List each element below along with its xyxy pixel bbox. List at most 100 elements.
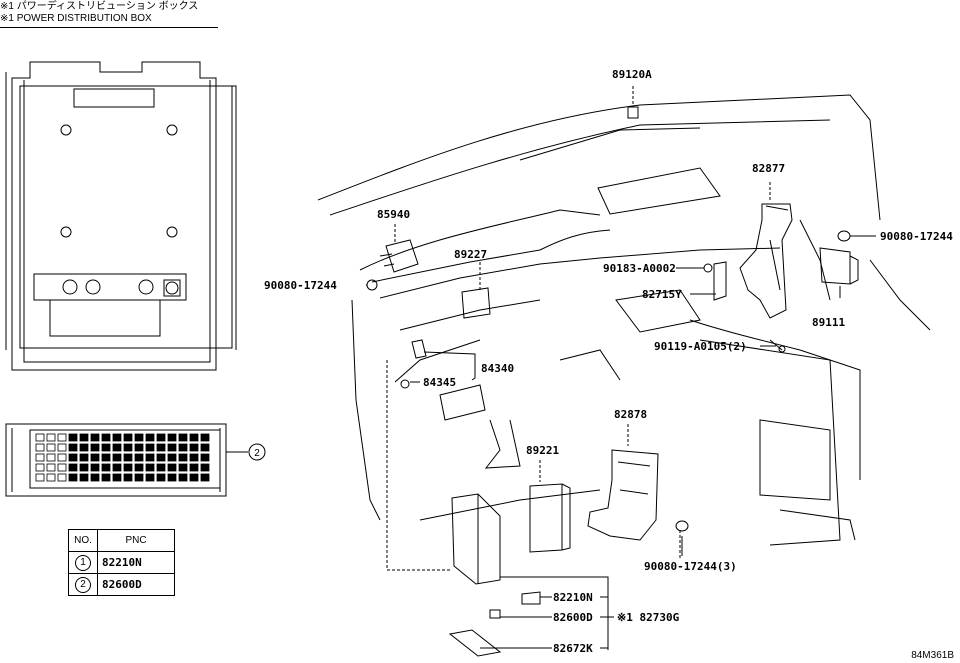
pnc-row-no: 1 [75,554,91,571]
component-84340 [411,339,427,359]
instrument-panel-outline [317,94,931,546]
fuse-slot [200,473,210,482]
label-90080-right: 90080-17244 [880,230,953,243]
fuse-slot [123,463,133,472]
fuse-slot [167,463,177,472]
fuse-slot [178,453,188,462]
component-82878-bracket [587,449,659,541]
pnc-col-pnc: PNC [97,529,175,552]
fuse-slot [35,473,45,482]
component-89120A [627,106,639,119]
fuse-slot [167,443,177,452]
fuse-slot [156,433,166,442]
fuse-slot [112,443,122,452]
leader-lines [366,235,876,650]
fuse-slot [123,473,133,482]
fuse-slot [101,443,111,452]
component-82672K [448,629,502,657]
header-note-jp: ※1 パワーディストリビューション ボックス [0,1,199,12]
label-82715Y: 82715Y [642,288,682,301]
fuse-slot [156,473,166,482]
fuse-slot [178,443,188,452]
fuse-slot [200,453,210,462]
fuse-slot [178,433,188,442]
label-90080-bottom: 90080-17244(3) [644,560,737,573]
fuse-slot [189,433,199,442]
component-90119 [769,339,786,353]
fuse-slot [134,443,144,452]
fuse-slot [79,463,89,472]
component-89227 [461,287,491,319]
fuse-slot [134,463,144,472]
fuse-slot [79,433,89,442]
callout-number: 2 [254,448,260,459]
label-82600D: 82600D [553,611,593,624]
fuse-slot [68,453,78,462]
fuse-slot [167,453,177,462]
label-82730G: ※1 82730G [617,611,680,624]
component-82600D [489,609,501,619]
fuse-slot [156,463,166,472]
fuse-slot [35,433,45,442]
component-90080-bottom [675,520,689,532]
fuse-slot [90,473,100,482]
fuse-slot [79,443,89,452]
label-82672K: 82672K [553,642,593,655]
fuse-slot [200,463,210,472]
pnc-row-value: 82210N [97,551,175,574]
fuse-slot [123,453,133,462]
fuse-slot [57,443,67,452]
fuse-slot [189,473,199,482]
pnc-table-header: NO. PNC [68,529,175,552]
fuse-slot [68,443,78,452]
fuse-slot [68,473,78,482]
fuse-slot [112,473,122,482]
fuse-slot [90,463,100,472]
label-90119: 90119-A0105(2) [654,340,747,353]
component-82730G-module [451,493,501,585]
label-89120A: 89120A [612,68,652,81]
fuse-slot [35,453,45,462]
fuse-slot [101,433,111,442]
fuse-slot [46,433,56,442]
table-row: 2 82600D [68,573,175,596]
fuse-slot [189,463,199,472]
label-89221: 89221 [526,444,559,457]
label-89227: 89227 [454,248,487,261]
pnc-col-no: NO. [68,529,98,552]
label-90183: 90183-A0002 [603,262,676,275]
fuse-slot [35,463,45,472]
fuse-slot [134,473,144,482]
fuse-slot [101,463,111,472]
dashed-indication-lines [386,86,771,571]
pnc-table: NO. PNC 1 82210N 2 82600D [68,529,175,596]
component-90080-right [837,230,851,242]
fuse-slot [178,463,188,472]
fuse-slot [189,443,199,452]
fuse-slot [57,433,67,442]
fuse-slot [145,463,155,472]
header-note-en: ※1 POWER DISTRIBUTION BOX [0,13,152,24]
pnc-row-no: 2 [75,576,91,593]
fuse-slot [101,453,111,462]
fuse-grid [35,433,210,482]
fuse-slot [200,443,210,452]
fuse-slot [90,443,100,452]
component-89111 [819,247,859,285]
label-90080-left: 90080-17244 [264,279,337,292]
fuse-slot [145,433,155,442]
fuse-slot [134,453,144,462]
component-84345 [400,379,410,389]
fuse-slot [112,453,122,462]
fuse-slot [145,453,155,462]
fuse-slot [35,443,45,452]
fuse-slot [134,433,144,442]
label-84345: 84345 [423,376,456,389]
fuse-slot [46,463,56,472]
fuse-slot [112,433,122,442]
power-distribution-box-top-view [5,61,237,371]
pnc-row-value: 82600D [97,573,175,596]
fuse-slot [156,443,166,452]
component-85940 [379,239,419,273]
fuse-slot [167,433,177,442]
